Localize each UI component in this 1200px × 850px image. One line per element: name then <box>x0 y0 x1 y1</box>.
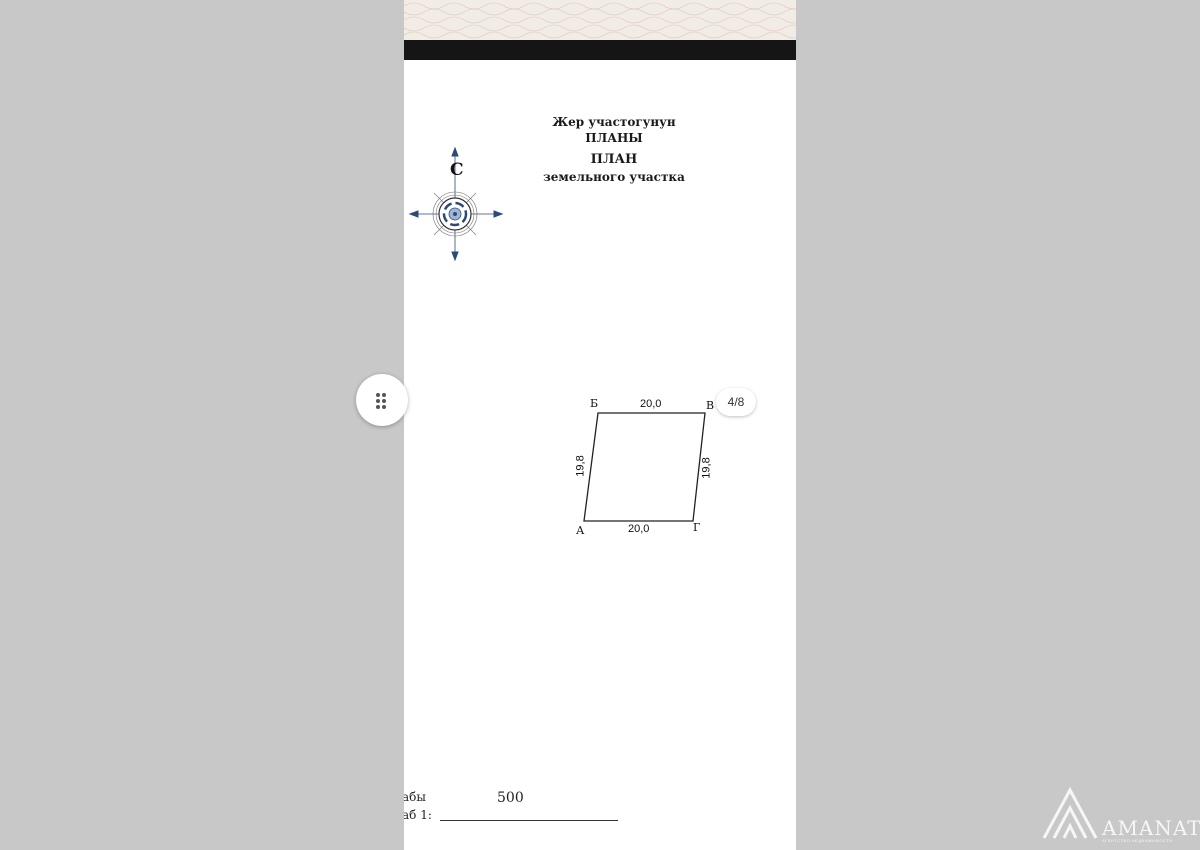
scale-underline <box>440 820 618 821</box>
title-russian-line1: ПЛАН <box>590 152 638 167</box>
document-page: Жер участогунун ПЛАНЫ ПЛАН земельного уч… <box>404 0 796 850</box>
side-length-right: 19,8 <box>700 457 713 479</box>
corner-label-g: Г <box>693 521 701 534</box>
grid-dots-icon <box>376 393 388 409</box>
side-length-bottom: 20,0 <box>628 523 650 535</box>
page-indicator: 4/8 <box>716 388 756 416</box>
scale-value: 500 <box>497 790 524 806</box>
title-russian-line2: земельного участка <box>543 170 685 184</box>
title-kyrgyz-line2: ПЛАНЫ <box>585 131 643 145</box>
scale-label-line2: аб 1: <box>404 808 432 822</box>
page-grid-button[interactable] <box>356 374 408 426</box>
side-length-top: 20,0 <box>640 398 662 410</box>
plot-outline <box>583 412 706 522</box>
watermark-tagline: АГЕНТСТВО НЕДВИЖИМОСТИ <box>1102 838 1173 843</box>
scale-label-line1: абы <box>404 790 426 804</box>
corner-label-b: Б <box>590 397 599 410</box>
amanat-watermark: AMANAT АГЕНТСТВО НЕДВИЖИМОСТИ <box>1040 786 1200 843</box>
corner-label-a: А <box>576 524 585 537</box>
header-band <box>404 40 796 60</box>
side-length-left: 19,8 <box>574 455 587 477</box>
compass-rose-icon: С <box>408 146 504 264</box>
title-kyrgyz-line1: Жер участогунун <box>552 115 676 129</box>
guilloche-pattern <box>404 0 796 40</box>
watermark-brand: AMANAT <box>1102 816 1200 840</box>
corner-label-v: В <box>706 399 715 412</box>
land-plot-drawing: Б В А Г 20,0 20,0 19,8 19,8 <box>564 390 714 550</box>
amanat-logo-icon <box>1042 786 1098 839</box>
north-letter: С <box>450 160 464 180</box>
